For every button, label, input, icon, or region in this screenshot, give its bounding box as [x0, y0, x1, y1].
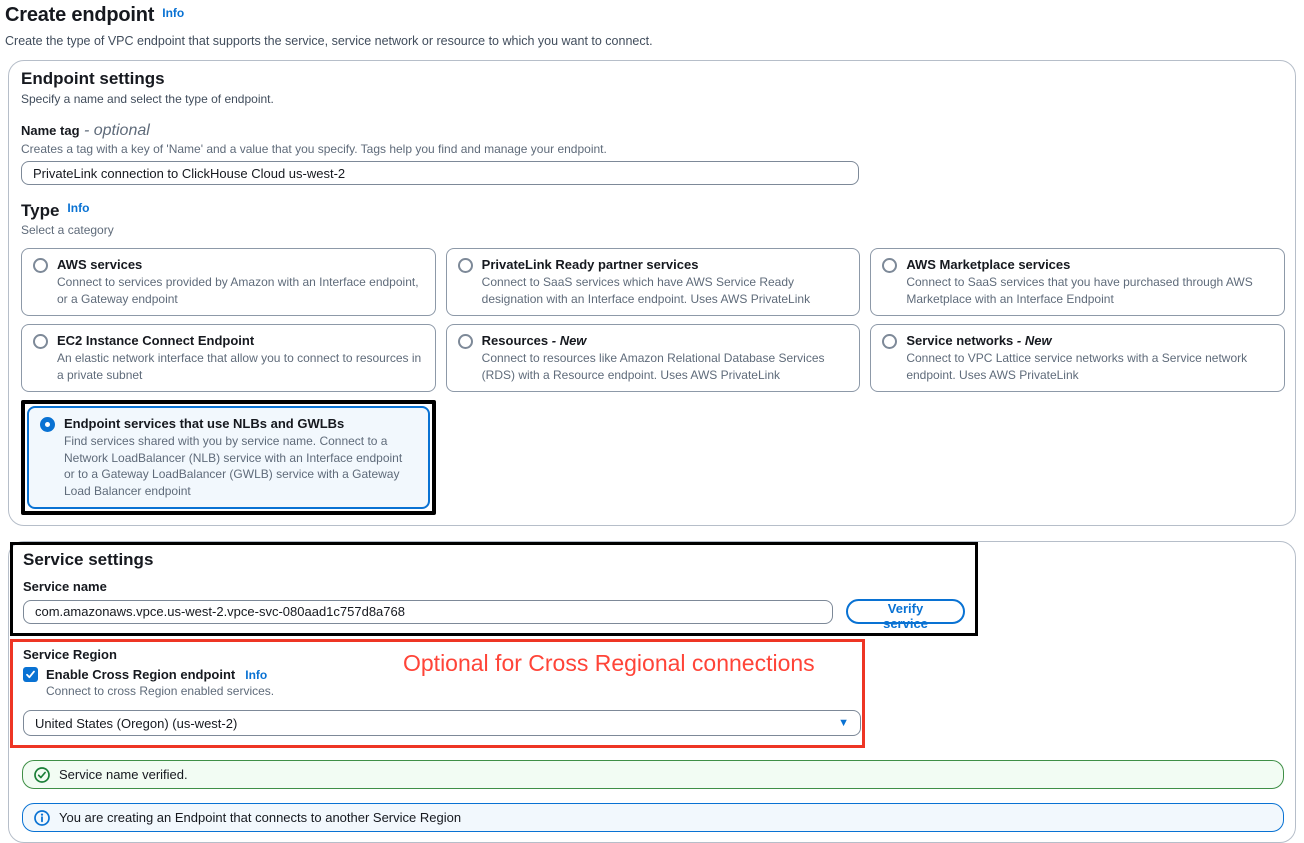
service-settings-annotation-box: Service settings Service name Verify ser… [10, 542, 978, 637]
type-label: Type [21, 201, 60, 220]
service-region-select[interactable]: United States (Oregon) (us-west-2) ▼ [23, 710, 861, 737]
cross-region-checkbox-label: Enable Cross Region endpoint [46, 667, 236, 683]
verify-service-button[interactable]: Verify service [846, 599, 965, 631]
option-resources[interactable]: Resources - New Connect to resources lik… [445, 324, 861, 393]
type-description: Select a category [21, 223, 114, 237]
service-name-input[interactable] [23, 599, 834, 624]
option-description: Connect to resources like Amazon Relatio… [481, 351, 825, 382]
cross-region-info-alert: You are creating an Endpoint that connec… [22, 803, 1284, 833]
page-title: Create endpoint [5, 4, 155, 26]
type-label-row: Type Info Select a category [21, 201, 1283, 237]
option-description: Find services shared with you by service… [64, 434, 403, 498]
option-title: Resources - New [481, 333, 587, 349]
endpoint-settings-card: Endpoint settings Specify a name and sel… [8, 60, 1296, 527]
selected-option-annotation-box: Endpoint services that use NLBs and GWLB… [21, 400, 436, 516]
radio-icon[interactable] [457, 258, 473, 273]
option-description: Connect to VPC Lattice service networks … [906, 351, 1248, 382]
name-tag-optional: - optional [79, 122, 150, 139]
radio-icon[interactable] [882, 334, 898, 350]
option-title: PrivateLink Ready partner services [481, 257, 699, 272]
service-settings-card: Service settings Service name Verify ser… [8, 541, 1296, 843]
info-circle-icon [34, 810, 50, 826]
cross-region-checkbox-row: Enable Cross Region endpoint Info [23, 667, 852, 683]
option-description: Connect to SaaS services which have AWS … [481, 275, 811, 306]
radio-icon[interactable] [33, 334, 48, 350]
type-info-link[interactable]: Info [67, 201, 90, 215]
option-description: An elastic network interface that allow … [57, 351, 422, 382]
option-aws-services[interactable]: AWS services Connect to services provide… [21, 248, 436, 317]
radio-icon[interactable] [457, 334, 473, 350]
service-name-label: Service name [23, 579, 107, 595]
radio-icon[interactable] [882, 258, 898, 273]
name-tag-description: Creates a tag with a key of 'Name' and a… [21, 142, 607, 156]
name-tag-input[interactable] [21, 161, 859, 185]
cross-region-checkbox[interactable] [23, 667, 38, 683]
cross-region-description: Connect to cross Region enabled services… [46, 684, 275, 699]
page-header: Create endpoint Info Create the type of V… [0, 0, 1304, 48]
option-aws-marketplace-services[interactable]: AWS Marketplace services Connect to SaaS… [870, 248, 1285, 317]
option-title: Endpoint services that use NLBs and GWLB… [64, 416, 345, 432]
option-title: AWS Marketplace services [906, 257, 1071, 272]
option-description: Connect to SaaS services that you have p… [906, 275, 1253, 306]
endpoint-settings-title: Endpoint settings [21, 69, 165, 88]
endpoint-type-options: AWS services Connect to services provide… [21, 248, 1285, 516]
name-tag-label: Name tag [21, 123, 80, 138]
option-new-badge: - New [1013, 333, 1052, 349]
option-privatelink-partner-services[interactable]: PrivateLink Ready partner services Conne… [445, 248, 861, 317]
checkmark-icon [26, 671, 35, 679]
cross-region-info-alert-text: You are creating an Endpoint that connec… [59, 810, 462, 826]
option-title: AWS services [57, 257, 143, 272]
option-ec2-instance-connect-endpoint[interactable]: EC2 Instance Connect Endpoint An elastic… [21, 324, 436, 393]
cross-region-annotation-note: Optional for Cross Regional connections [403, 650, 815, 677]
service-name-row: Verify service [23, 599, 965, 631]
cross-region-info-link[interactable]: Info [245, 667, 268, 682]
service-settings-title: Service settings [23, 550, 154, 570]
page-subtitle: Create the type of VPC endpoint that sup… [5, 34, 653, 48]
option-description: Connect to services provided by Amazon w… [57, 275, 419, 306]
option-new-badge: - New [548, 333, 587, 349]
service-region-select-value: United States (Oregon) (us-west-2) [35, 715, 238, 731]
success-check-icon [34, 767, 50, 783]
radio-checked-icon[interactable] [40, 417, 55, 433]
chevron-down-icon: ▼ [838, 717, 849, 730]
service-region-label: Service Region [23, 647, 117, 663]
option-service-networks[interactable]: Service networks - New Connect to VPC La… [870, 324, 1285, 393]
service-region-annotation-box: Service Region Enable Cross Region endpo… [10, 639, 865, 749]
service-verified-alert-text: Service name verified. [59, 767, 188, 783]
page-info-link[interactable]: Info [162, 6, 185, 20]
radio-icon[interactable] [33, 258, 48, 273]
service-verified-alert: Service name verified. [22, 760, 1284, 790]
option-title: Service networks - New [906, 333, 1052, 349]
endpoint-settings-description: Specify a name and select the type of en… [21, 92, 274, 106]
option-endpoint-services-nlb-gwlb[interactable]: Endpoint services that use NLBs and GWLB… [27, 406, 430, 510]
name-tag-label-row: Name tag - optional [21, 122, 1283, 140]
option-title: EC2 Instance Connect Endpoint [57, 333, 255, 349]
